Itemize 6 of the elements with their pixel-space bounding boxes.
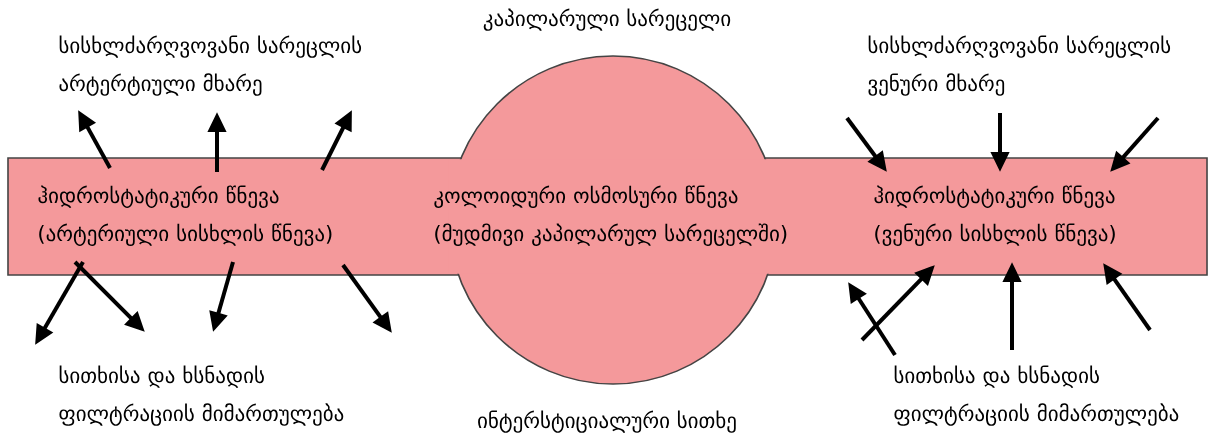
heading: კაპილარული სარეცელი — [483, 8, 731, 31]
region-label: ინტერსტიციალური სითხე — [478, 410, 736, 433]
side-label: სისხლძარღვოვანი სარეცლის ვენური მხარე — [868, 35, 1171, 96]
side-label: სისხლძარღვოვანი სარეცლის არტერტიული მხარე — [59, 35, 362, 96]
direction-label: სითხისა და ხსნადის ფილტრაციის მიმართულება — [894, 365, 1179, 426]
direction-label: სითხისა და ხსნადის ფილტრაციის მიმართულება — [59, 365, 344, 426]
